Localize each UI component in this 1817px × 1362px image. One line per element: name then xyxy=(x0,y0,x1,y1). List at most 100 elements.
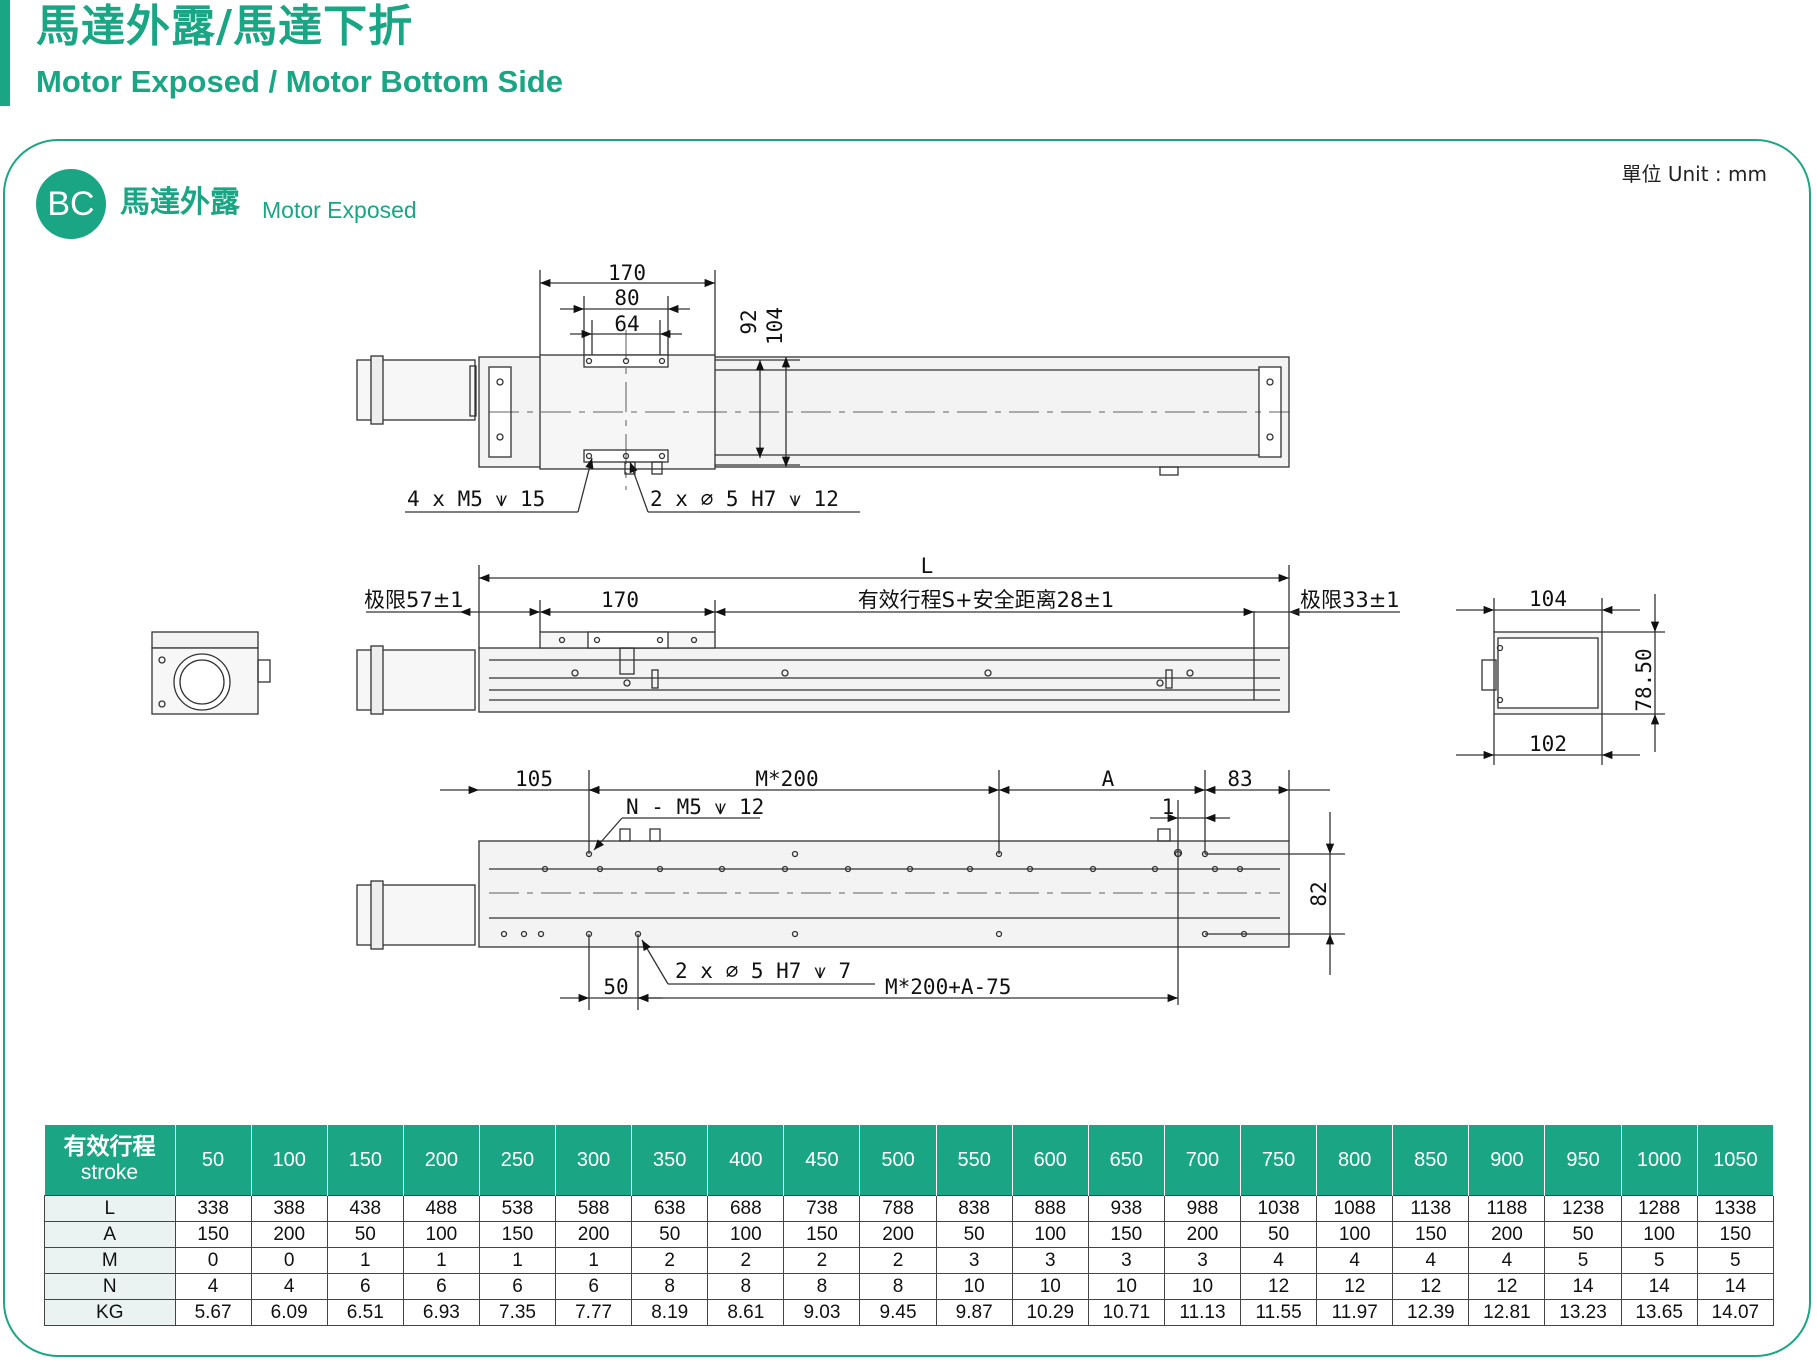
table-cell: 8.61 xyxy=(707,1299,785,1326)
stroke-note: 有效行程S+安全距离28±1 xyxy=(858,588,1115,612)
row-label: KG xyxy=(44,1299,176,1326)
section-badge: BC xyxy=(36,169,106,239)
table-cell: 738 xyxy=(783,1195,861,1222)
table-cell: 10.71 xyxy=(1087,1299,1165,1326)
stroke-col: 200 xyxy=(403,1125,480,1196)
note-pins-top: 2 x ∅ 5 H7 ⩛ 12 xyxy=(650,487,839,511)
table-cell: 1238 xyxy=(1544,1195,1622,1222)
dim-83: 83 xyxy=(1227,767,1252,791)
row-label: L xyxy=(44,1195,176,1222)
dim-m200a: M*200+A-75 xyxy=(885,975,1011,999)
table-cell: 14 xyxy=(1544,1273,1622,1300)
dim-104-top: 104 xyxy=(763,307,787,345)
table-cell: 4 xyxy=(1316,1247,1394,1274)
unit-label: 單位 Unit : mm xyxy=(1621,162,1768,186)
table-cell: 10 xyxy=(1011,1273,1089,1300)
dim-80-top: 80 xyxy=(614,286,639,310)
dim-82: 82 xyxy=(1307,881,1331,906)
top-view xyxy=(356,270,1290,513)
spec-table: 有效行程 stroke 50 100 150 200 250 300 350 4… xyxy=(44,1125,1775,1326)
table-cell: 50 xyxy=(1240,1221,1318,1248)
table-cell: 8 xyxy=(631,1273,709,1300)
stroke-col: 450 xyxy=(783,1125,861,1196)
stroke-col: 550 xyxy=(936,1125,1013,1196)
stroke-col: 350 xyxy=(631,1125,709,1196)
table-cell: 8 xyxy=(707,1273,785,1300)
page-title-cn: 馬達外露/馬達下折 xyxy=(36,1,414,52)
table-cell: 6 xyxy=(326,1273,404,1300)
row-label: A xyxy=(44,1221,176,1248)
table-cell: 10 xyxy=(1087,1273,1165,1300)
table-cell: 150 xyxy=(1696,1221,1775,1248)
stroke-col: 500 xyxy=(859,1125,937,1196)
table-cell: 200 xyxy=(859,1221,937,1248)
table-cell: 3 xyxy=(1087,1247,1165,1274)
table-cell: 2 xyxy=(631,1247,709,1274)
table-cell: 14.07 xyxy=(1696,1299,1775,1326)
table-cell: 200 xyxy=(555,1221,633,1248)
limit-right: 极限33±1 xyxy=(1300,588,1400,612)
bottom-view xyxy=(356,770,1345,1010)
dim-102-end: 102 xyxy=(1529,732,1567,756)
note-pins-bottom: 2 x ∅ 5 H7 ⩛ 7 xyxy=(675,959,851,983)
table-cell: 50 xyxy=(1544,1221,1622,1248)
stroke-col: 850 xyxy=(1392,1125,1470,1196)
table-cell: 14 xyxy=(1696,1273,1775,1300)
table-cell: 2 xyxy=(707,1247,785,1274)
table-cell: 50 xyxy=(935,1221,1013,1248)
stroke-col: 600 xyxy=(1012,1125,1089,1196)
stroke-col: 800 xyxy=(1316,1125,1394,1196)
table-cell: 12.39 xyxy=(1392,1299,1470,1326)
dim-64-top: 64 xyxy=(614,312,639,336)
table-cell: 150 xyxy=(174,1221,252,1248)
dim-A: A xyxy=(1102,767,1115,791)
table-cell: 12 xyxy=(1240,1273,1318,1300)
table-cell: 4 xyxy=(1392,1247,1470,1274)
drawing-panel xyxy=(3,139,1811,1357)
table-cell: 13.23 xyxy=(1544,1299,1622,1326)
table-cell: 13.65 xyxy=(1620,1299,1698,1326)
table-cell: 1088 xyxy=(1316,1195,1394,1222)
stroke-col: 1000 xyxy=(1621,1125,1698,1196)
page-title-en: Motor Exposed / Motor Bottom Side xyxy=(36,64,563,99)
section-title-cn: 馬達外露 xyxy=(120,185,240,220)
note-holes-bottom: N - M5 ⩛ 12 xyxy=(626,795,764,819)
stroke-col: 300 xyxy=(555,1125,633,1196)
table-cell: 1 xyxy=(326,1247,404,1274)
dim-m200: M*200 xyxy=(755,767,818,791)
table-cell: 888 xyxy=(1011,1195,1089,1222)
table-cell: 150 xyxy=(478,1221,557,1248)
table-cell: 1 xyxy=(478,1247,557,1274)
stroke-col: 700 xyxy=(1164,1125,1242,1196)
motor-end-view xyxy=(151,631,271,715)
table-cell: 100 xyxy=(1620,1221,1698,1248)
table-cell: 488 xyxy=(402,1195,480,1222)
end-view xyxy=(1456,594,1665,765)
dim-1: 1 xyxy=(1162,795,1175,819)
stroke-header-cn: 有效行程 xyxy=(63,1134,156,1160)
stroke-header: 有效行程 stroke xyxy=(44,1125,176,1196)
note-holes-top: 4 x M5 ⩛ 15 xyxy=(407,487,545,511)
table-cell: 10 xyxy=(935,1273,1013,1300)
table-cell: 100 xyxy=(402,1221,480,1248)
table-cell: 1338 xyxy=(1696,1195,1775,1222)
table-cell: 5 xyxy=(1620,1247,1698,1274)
table-cell: 438 xyxy=(326,1195,404,1222)
table-cell: 9.45 xyxy=(859,1299,937,1326)
table-cell: 788 xyxy=(859,1195,937,1222)
spec-header-row: 有效行程 stroke 50 100 150 200 250 300 350 4… xyxy=(44,1125,1775,1196)
limit-left: 极限57±1 xyxy=(364,588,464,612)
table-cell: 4 xyxy=(1468,1247,1546,1274)
table-cell: 12.81 xyxy=(1468,1299,1546,1326)
table-cell: 100 xyxy=(707,1221,785,1248)
table-cell: 50 xyxy=(326,1221,404,1248)
table-cell: 938 xyxy=(1087,1195,1165,1222)
table-cell: 10 xyxy=(1163,1273,1242,1300)
table-cell: 1038 xyxy=(1240,1195,1318,1222)
table-cell: 0 xyxy=(174,1247,252,1274)
table-cell: 7.35 xyxy=(478,1299,557,1326)
